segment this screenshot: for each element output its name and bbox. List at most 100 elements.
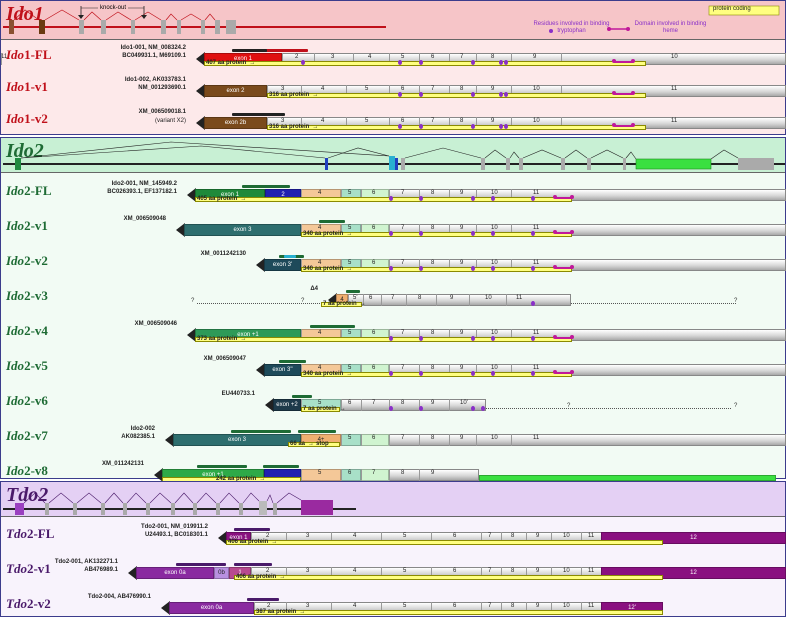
transcript-name-prefix: Tdo [6,526,27,541]
exon-number: 9 [536,568,540,574]
accession-label: XM_0011242130 [200,251,246,257]
exon-number: 5' [353,295,358,301]
exon-number: 11 [533,330,540,336]
primer-arrow [298,430,336,433]
transcript-name: Tdo2-FL [6,526,54,542]
five-prime-cap [187,188,196,202]
five-prime-cap [165,433,174,447]
exon-number: 6 [401,86,405,92]
exon-boundary [301,329,302,341]
exon-number: 10 [491,190,498,196]
exon-boundary [419,224,420,236]
primer-arrow [234,563,272,566]
exon-boundary [389,469,390,481]
first-exon: exon 0a [136,567,214,579]
exon-boundary [506,294,507,306]
tryptophan-binding-residue [419,231,423,236]
exon-number: 4 [321,86,325,92]
exon-boundary [301,189,302,201]
tryptophan-binding-residue [398,124,402,129]
tryptophan-binding-residue [419,406,423,411]
protein-coding-bar [301,372,572,377]
protein-direction-arrow: → [299,609,306,615]
exon-number: 5 [348,225,352,231]
exon-boundary [511,259,512,271]
transcript-name-suffix: 2-v2 [24,253,48,268]
protein-length-label: 406 aa protein→ [236,574,285,580]
protein-direction-arrow: → [240,336,247,342]
protein-coding-bar [195,197,572,202]
accession-label: Ido2-002 AK082385.1 [121,426,155,440]
exon-number: 10' [460,400,468,406]
exon-boundary [419,189,420,201]
primer-arrow [234,528,270,531]
protein-length-text: 7 aa protein [303,406,337,412]
exon-boundary [449,434,450,446]
exon-number: 10 [671,54,678,60]
accession-label: XM_006509046 [134,321,177,327]
exon-number: 6 [453,603,457,609]
exon-number: 8 [401,400,405,406]
accession-label: Tdo2-004, AB476990.1 [87,594,151,600]
transcript-name: Ido2-v4 [6,323,48,339]
transcript-name-prefix: Ido [6,358,25,373]
protein-direction-arrow: → [240,196,247,202]
transcript-name-prefix: Ido [6,288,25,303]
tryptophan-binding-residue [491,231,495,236]
protein-length-label: 340 aa protein→ [303,266,352,272]
exon-boundary [301,399,302,411]
exon-boundary [361,189,362,201]
exon-boundary [389,329,390,341]
exon-number: 5 [348,330,352,336]
second-exon: 0b [214,567,229,579]
transcript-name-suffix: 2-v1 [24,218,48,233]
primer-arrow [292,395,312,398]
exon-number: 6 [372,330,376,336]
exon-boundary [449,117,450,129]
exon-boundary [431,532,432,544]
exon-number: 11 [533,365,540,371]
heme-binding-end [553,195,557,199]
exon-boundary [419,434,420,446]
exon-number: 5 [348,260,352,266]
tryptophan-binding-residue [531,371,535,376]
tryptophan-binding-residue [389,336,393,341]
exon-boundary [348,294,349,306]
protein-length-label: 242 aa protein→ [216,476,265,482]
tryptophan-binding-residue [499,92,503,97]
exon-number: 7 [372,400,376,406]
exon-boundary [282,53,283,65]
exon-boundary [419,329,420,341]
exon-boundary [389,399,390,411]
exon-boundary [511,117,512,129]
exon-boundary [511,53,512,65]
protein-direction-arrow: → [308,441,315,447]
exon-boundary [301,117,302,129]
tryptophan-binding-residue [531,266,535,271]
exon-boundary [301,85,302,97]
exon-boundary [449,399,450,411]
exon-boundary [481,532,482,544]
protein-coding-bar [254,610,663,615]
heme-binding-end [631,91,635,95]
exon-number: 2 [295,54,299,60]
exon-boundary [389,364,390,376]
accession-label: XM_006509047 [203,356,246,362]
transcript-name-prefix: Ido [6,253,25,268]
tryptophan-binding-residue [504,60,508,65]
exon-boundary [361,399,362,411]
protein-coding-bar [321,302,362,307]
exon-boundary [361,469,362,481]
five-prime-cap [161,601,170,615]
transcript-name-suffix: 2-v2 [26,596,51,611]
exon-number: 9 [491,86,495,92]
exon-boundary [511,329,512,341]
heme-binding-end [612,123,616,127]
exon-number: 4 [368,54,372,60]
